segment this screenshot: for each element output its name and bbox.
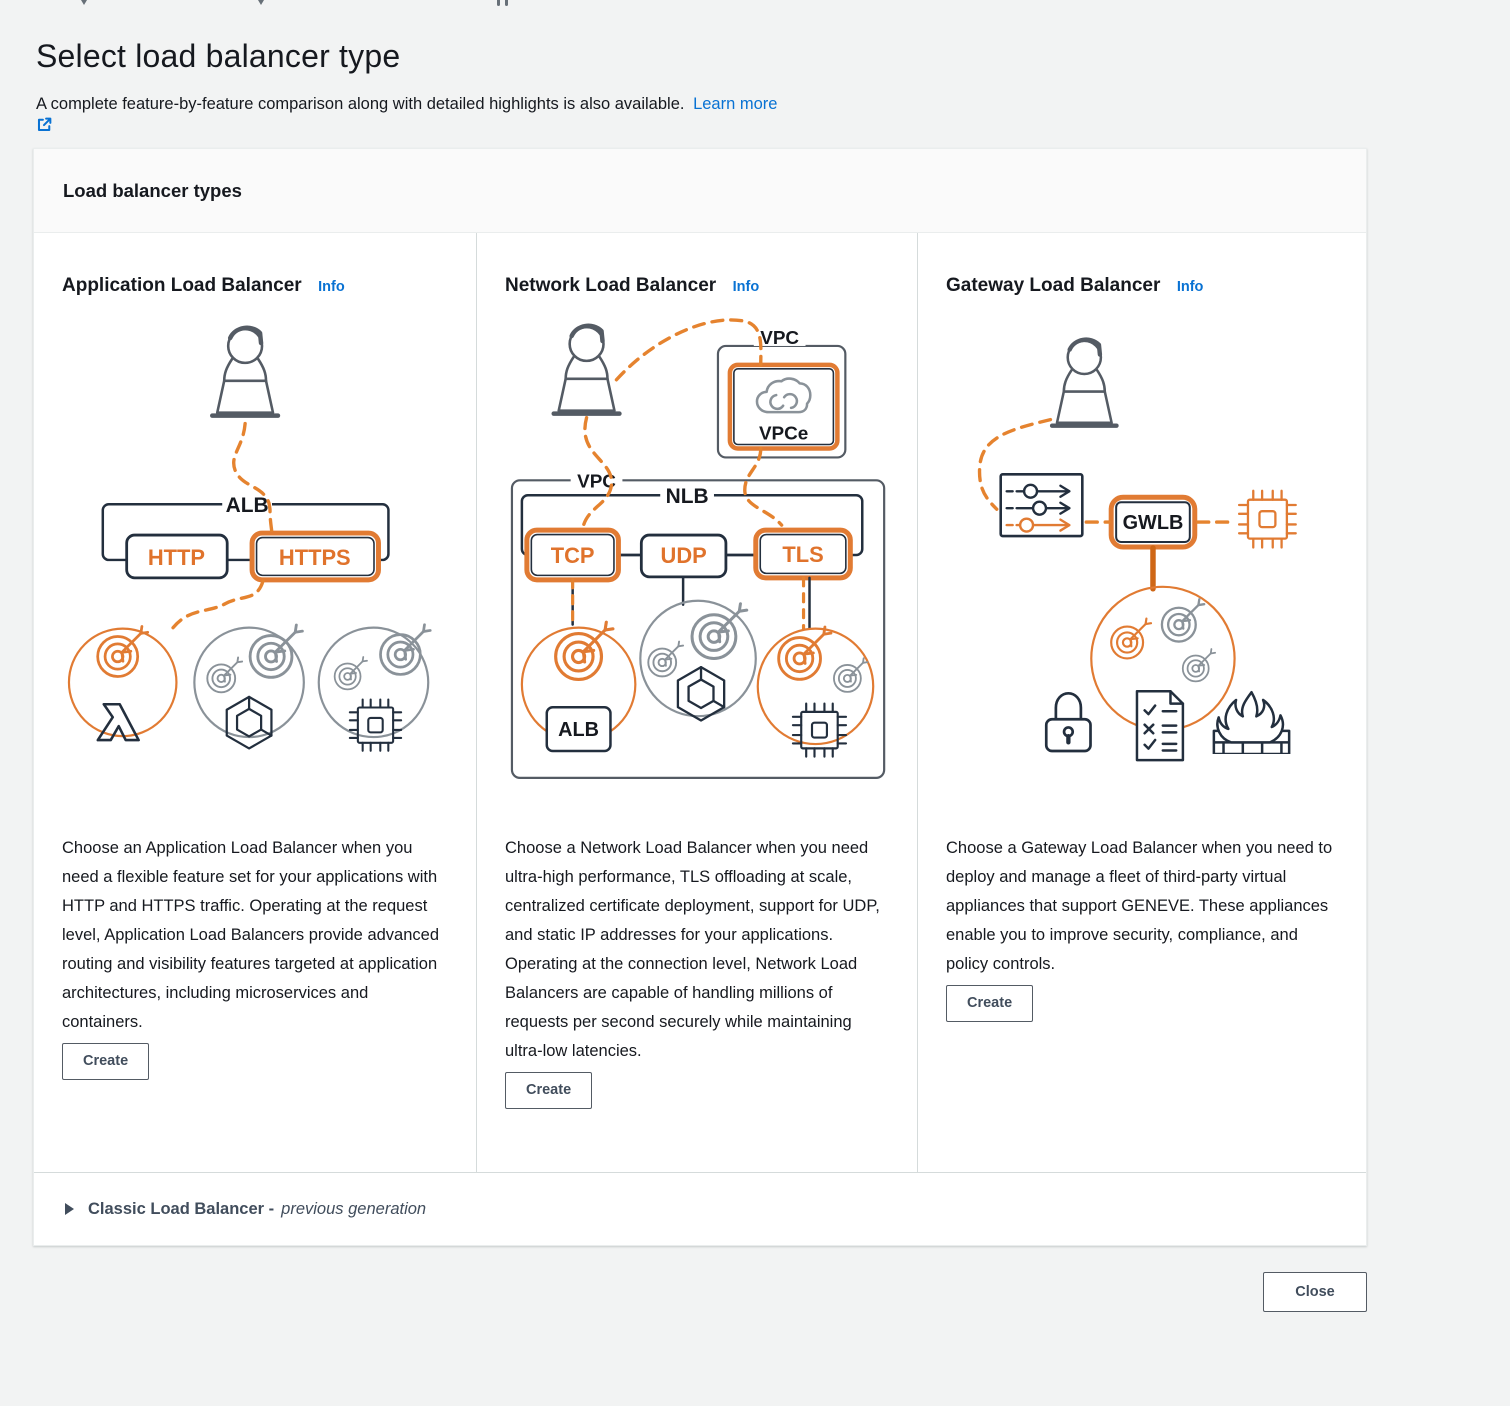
card-description: Choose a Network Load Balancer when you …	[505, 839, 880, 1060]
create-gwlb-button[interactable]: Create	[946, 985, 1034, 1022]
udp-listener-box: UDP	[639, 533, 728, 579]
svg-text:VPC: VPC	[577, 471, 616, 492]
user-laptop-icon	[1052, 340, 1116, 426]
flow-https-to-lambda	[169, 579, 265, 632]
svg-text:TCP: TCP	[551, 543, 595, 568]
expand-triangle-icon	[64, 1202, 75, 1216]
lock-icon	[1046, 693, 1090, 751]
instance-chip-icon	[348, 698, 403, 752]
learn-more-link[interactable]: Learn more	[693, 95, 778, 113]
lambda-icon	[96, 702, 140, 742]
vpc-endpoint-box: VPC VPCe	[716, 328, 847, 459]
target-icon	[96, 625, 150, 678]
instance-chip-icon	[791, 702, 848, 758]
http-listener-box: HTTP	[125, 533, 229, 580]
info-link[interactable]: Info	[732, 279, 760, 295]
svg-text:VPC: VPC	[760, 328, 799, 349]
card-title: Application Load Balancer	[62, 275, 302, 296]
external-link-icon	[36, 116, 782, 133]
gwlb-box: GWLB	[1108, 494, 1198, 550]
load-balancer-columns: Application Load Balancer Info ALB HTTP	[34, 233, 1366, 1172]
alb-box: ALB	[101, 494, 390, 562]
flow-user-to-rules	[977, 417, 1053, 511]
card-title: Network Load Balancer	[505, 275, 717, 296]
user-laptop-icon	[212, 328, 278, 416]
appliance-chip-icon	[1237, 489, 1297, 549]
classic-lb-suffix: previous generation	[281, 1199, 427, 1218]
container-icon	[676, 665, 726, 722]
target-icon	[1160, 598, 1217, 683]
create-nlb-button[interactable]: Create	[505, 1072, 593, 1109]
card-description: Choose an Application Load Balancer when…	[62, 839, 440, 1031]
classic-load-balancer-expander[interactable]: Classic Load Balancer - previous generat…	[34, 1172, 1366, 1245]
svg-text:HTTP: HTTP	[148, 545, 205, 570]
target-icon	[1110, 617, 1153, 660]
svg-text:ALB: ALB	[226, 494, 269, 517]
card-description: Choose a Gateway Load Balancer when you …	[946, 839, 1333, 973]
page-subtitle: A complete feature-by-feature comparison…	[36, 95, 782, 133]
page-title: Select load balancer type	[36, 38, 401, 74]
instance-target-group-circle	[317, 626, 430, 739]
user-laptop-icon	[554, 326, 620, 414]
container-target-group-circle	[639, 599, 757, 718]
classic-lb-label: Classic Load Balancer -	[88, 1199, 275, 1218]
subtitle-text: A complete feature-by-feature comparison…	[36, 95, 685, 113]
container-icon	[225, 695, 273, 750]
close-button[interactable]: Close	[1263, 1272, 1367, 1312]
svg-text:TLS: TLS	[782, 542, 823, 567]
flow-user-to-vpce	[614, 318, 763, 382]
flow-user-to-alb	[232, 421, 274, 535]
breadcrumb-remnant-mark	[497, 0, 500, 6]
breadcrumb-remnant-mark	[81, 0, 87, 5]
load-balancer-types-panel: Load balancer types Application Load Bal…	[33, 148, 1367, 1246]
svg-text:GWLB: GWLB	[1123, 512, 1184, 534]
flow-user-to-tcp	[580, 415, 614, 531]
gwlb-diagram: GWLB	[946, 308, 1338, 786]
traffic-rules-icon	[999, 473, 1084, 538]
svg-text:NLB: NLB	[666, 485, 709, 508]
info-link[interactable]: Info	[318, 279, 345, 295]
tls-listener-box: TLS	[753, 527, 853, 581]
card-title: Gateway Load Balancer	[946, 275, 1161, 296]
instance-target-group-circle	[756, 627, 875, 746]
svg-text:HTTPS: HTTPS	[279, 545, 351, 570]
nlb-diagram: VPC VPCe VPC	[505, 308, 889, 786]
breadcrumb-remnant-mark	[258, 0, 264, 5]
alb-target-box: ALB	[545, 705, 612, 753]
tcp-listener-box: TCP	[524, 527, 621, 583]
alb-diagram: ALB HTTP HTTPS	[62, 308, 448, 786]
card-network-load-balancer: Network Load Balancer Info VPC VPCe	[477, 233, 918, 1172]
panel-header-title: Load balancer types	[34, 149, 1366, 233]
policy-checklist-icon	[1135, 689, 1185, 762]
create-alb-button[interactable]: Create	[62, 1043, 150, 1080]
flow-vpce-to-tls	[743, 446, 784, 527]
svg-text:UDP: UDP	[661, 543, 707, 568]
firewall-icon	[1212, 690, 1291, 755]
card-gateway-load-balancer: Gateway Load Balancer Info	[918, 233, 1366, 1172]
breadcrumb-remnant-mark	[505, 0, 508, 6]
https-listener-box: HTTPS	[249, 530, 381, 583]
info-link[interactable]: Info	[1176, 279, 1204, 295]
svg-text:ALB: ALB	[558, 719, 599, 741]
svg-text:VPCe: VPCe	[759, 424, 808, 445]
card-application-load-balancer: Application Load Balancer Info ALB HTTP	[34, 233, 477, 1172]
